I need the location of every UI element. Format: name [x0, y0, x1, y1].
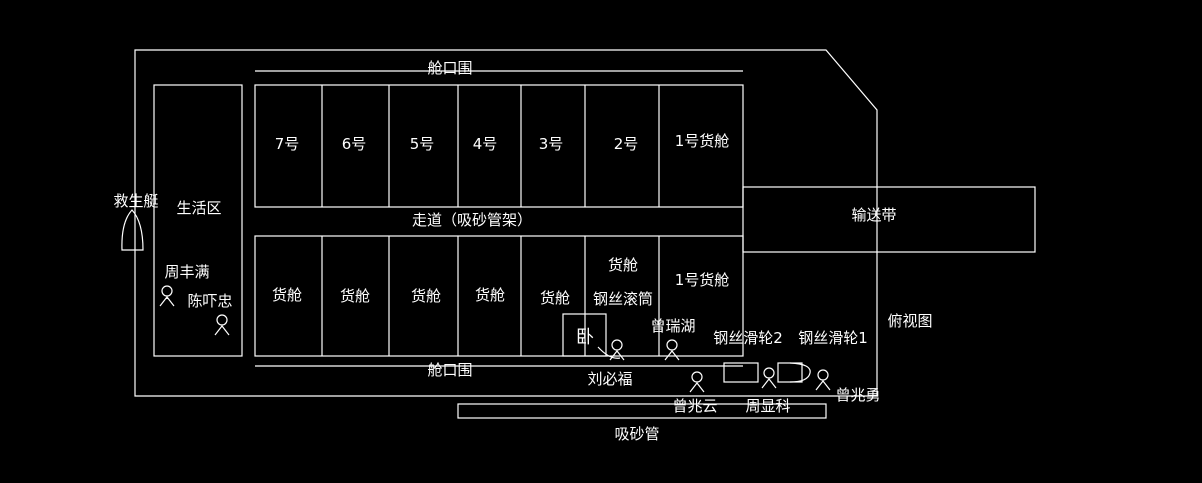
hold-top-7: 7号: [275, 135, 300, 153]
person-name: 周丰满: [164, 263, 209, 281]
cargo-holds-bottom-frame: [254, 235, 744, 357]
hold-bottom: 货舱: [608, 256, 638, 274]
person-icon: [214, 314, 230, 336]
ship-hull: [134, 49, 878, 397]
hold-top-2: 2号: [614, 135, 639, 153]
person-icon: [815, 369, 831, 391]
person-name: 曾兆勇: [835, 386, 880, 404]
cargo-holds-top-frame: [254, 84, 744, 208]
lifeboat-shape: [121, 209, 144, 251]
person-name: 陈吓忠: [187, 292, 232, 310]
lifeboat-label: 救生艇: [113, 192, 158, 210]
living-area-box: [153, 84, 243, 357]
hold-top-3: 3号: [539, 135, 564, 153]
person-name: 刘必福: [587, 370, 632, 388]
person-icon: [689, 371, 705, 393]
pulley1-label: 钢丝滑轮1: [798, 329, 868, 347]
walkway-label: 走道（吸砂管架）: [412, 211, 532, 229]
hatch-coaming-bottom-label: 舱口围: [427, 361, 472, 379]
hold-top-5: 5号: [410, 135, 435, 153]
person-icon: [609, 339, 625, 361]
hold-bottom: 货舱: [540, 289, 570, 307]
wire-drum-label: 钢丝滚筒: [593, 290, 653, 308]
person-name: 曾瑞湖: [650, 317, 695, 335]
sand-pipe-label: 吸砂管: [614, 425, 659, 443]
conveyor-belt: [742, 186, 1036, 253]
pulley1-box: [777, 362, 803, 383]
hold-bottom-1: 1号货舱: [675, 271, 730, 289]
living-area-label: 生活区: [176, 199, 221, 217]
top-view-label: 俯视图: [887, 312, 932, 330]
hold-bottom: 货舱: [411, 287, 441, 305]
person-name: 周显科: [745, 397, 790, 415]
pulley1-arc: [789, 362, 811, 383]
pulley2-box: [723, 362, 759, 383]
person-icon: [159, 285, 175, 307]
person-icon: [664, 339, 680, 361]
winch-glyph: 卧: [576, 327, 594, 348]
wire-rope: [597, 346, 621, 359]
hold-top-1: 1号货舱: [675, 132, 730, 150]
cargo-holds-bottom: [254, 235, 744, 357]
wire-drum-box: [562, 313, 607, 357]
hatch-coaming-top-label: 舱口围: [427, 59, 472, 77]
cargo-holds-top: [254, 84, 744, 208]
pulley2-label: 钢丝滑轮2: [713, 329, 783, 347]
hold-bottom: 货舱: [475, 286, 505, 304]
hold-top-6: 6号: [342, 135, 367, 153]
person-name: 曾兆云: [672, 397, 717, 415]
person-icon: [761, 367, 777, 389]
hold-top-4: 4号: [473, 135, 498, 153]
conveyor-label: 输送带: [851, 206, 896, 224]
hold-bottom: 货舱: [340, 287, 370, 305]
sand-suction-pipe: [457, 403, 827, 419]
hold-bottom: 货舱: [272, 286, 302, 304]
